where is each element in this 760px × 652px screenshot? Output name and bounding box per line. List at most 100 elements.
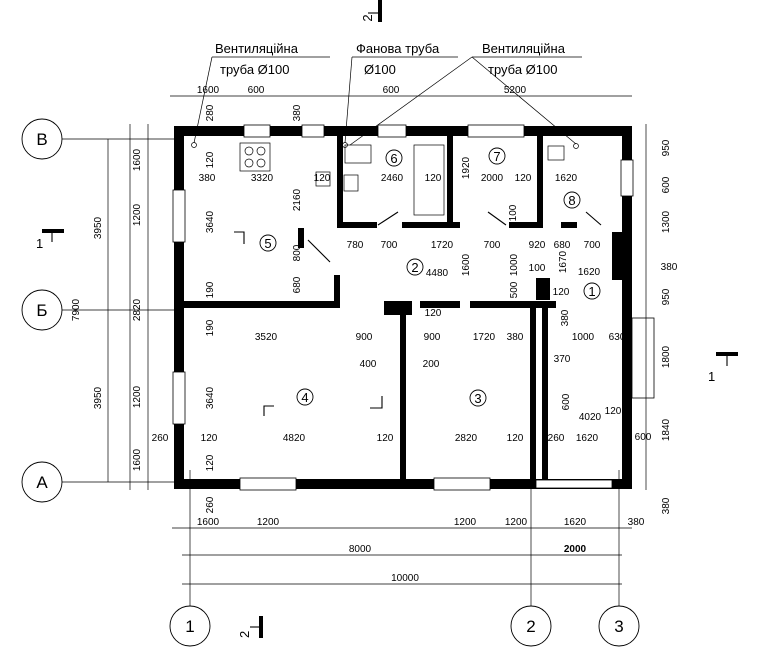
dim-total-2000: 2000 xyxy=(564,544,587,555)
dim-top-600-b: 600 xyxy=(383,85,400,96)
washbasin xyxy=(343,174,359,192)
door-swing-6 xyxy=(377,211,399,226)
dim-wall-3640-b: 3640 xyxy=(205,386,216,409)
dim-in3-1620: 1620 xyxy=(578,267,601,278)
axis-label-2: 2 xyxy=(526,617,535,636)
wall-rooms-4-3 xyxy=(400,308,406,479)
dim-in3-120: 120 xyxy=(553,287,570,298)
burner-4 xyxy=(256,158,266,168)
wall-mid-stub xyxy=(334,275,340,308)
dim-left-1200-a: 1200 xyxy=(132,203,143,226)
dim-in3-1000: 1000 xyxy=(509,253,520,276)
window-top-1 xyxy=(243,124,271,138)
dim-in1-1920: 1920 xyxy=(461,156,472,179)
note-vent-1-line1: Вентиляційна xyxy=(215,41,299,56)
room-label-3: 3 xyxy=(474,391,481,406)
dim-total-10000: 10000 xyxy=(391,573,419,584)
grid-axes: В Б А 1 2 3 xyxy=(21,118,640,647)
burner-2 xyxy=(256,146,266,156)
section-right-label: 1 xyxy=(708,369,715,384)
note-vent-1-line2: труба Ø100 xyxy=(220,62,289,77)
porch-door xyxy=(631,317,655,399)
window-bottom-2 xyxy=(433,477,491,491)
section-markers: 2 1 1 2 xyxy=(36,0,738,638)
section-top-label: 2 xyxy=(360,14,375,21)
burner-3 xyxy=(244,158,254,168)
dim-in4-380: 380 xyxy=(507,332,524,343)
section-bottom-label: 2 xyxy=(237,631,252,638)
dim-wall-680: 680 xyxy=(292,276,303,293)
dim-left-2820: 2820 xyxy=(132,298,143,321)
wall-mid-centre xyxy=(420,301,460,308)
axis-label-a: А xyxy=(36,473,48,492)
window-right-1 xyxy=(620,159,634,197)
axis-label-v: В xyxy=(36,130,47,149)
dim-in4-630: 630 xyxy=(609,332,626,343)
dim-in6-120-c: 120 xyxy=(507,433,524,444)
wall-7-bottom xyxy=(509,222,537,228)
dim-wall-190-b: 190 xyxy=(205,319,216,336)
dim-in1-3320: 3320 xyxy=(251,173,274,184)
dim-bottom-1200-a: 1200 xyxy=(257,517,280,528)
dim-wall-3640-a: 3640 xyxy=(205,210,216,233)
wall-8-bottom xyxy=(561,222,577,228)
dim-in3-380: 380 xyxy=(560,309,571,326)
dim-in4-1720: 1720 xyxy=(473,332,496,343)
window-left-2 xyxy=(172,371,186,425)
dim-right-1300: 1300 xyxy=(661,210,672,233)
dim-in6-260-a: 260 xyxy=(152,433,169,444)
wall-bath-left xyxy=(337,136,343,228)
dim-in6-260-c: 120 xyxy=(605,406,622,417)
dim-top-280: 280 xyxy=(205,104,216,121)
dim-wall-190-a: 190 xyxy=(205,281,216,298)
openings xyxy=(172,124,655,491)
dim-in4-900-b: 900 xyxy=(424,332,441,343)
bathtub xyxy=(413,144,445,216)
fixtures xyxy=(191,142,579,216)
dim-wall-2160: 2160 xyxy=(292,188,303,211)
dim-in5-400: 400 xyxy=(360,359,377,370)
dimension-text: 1600 600 380 600 5200 280 3950 3950 7900… xyxy=(71,85,678,584)
wall-room-1-right xyxy=(612,232,622,280)
dim-right-380-b: 380 xyxy=(661,497,672,514)
dim-right-950-a: 950 xyxy=(661,139,672,156)
dim-in1-120-c: 120 xyxy=(314,173,331,184)
wall-mid-left xyxy=(184,301,334,308)
axis-circle-2 xyxy=(510,605,552,647)
dim-in4-3520: 3520 xyxy=(255,332,278,343)
door-swings xyxy=(307,211,602,263)
dim-in4-1000: 1000 xyxy=(572,332,595,343)
dim-in2-1720: 1720 xyxy=(431,240,454,251)
dim-in2-700-c: 700 xyxy=(584,240,601,251)
dim-in6-2820: 2820 xyxy=(455,433,478,444)
wall-hall xyxy=(542,301,548,479)
window-top-3 xyxy=(377,124,407,138)
dim-bottom-1620: 1620 xyxy=(564,517,587,528)
note-vent-2-line1: Вентиляційна xyxy=(482,41,566,56)
dim-in6-260-b: 260 xyxy=(548,433,565,444)
dim-left-1600-b: 1600 xyxy=(132,448,143,471)
axis-label-3: 3 xyxy=(614,617,623,636)
window-left-1 xyxy=(172,189,186,243)
axis-circle-b xyxy=(21,289,63,331)
section-left-label: 1 xyxy=(36,236,43,251)
room-label-5: 5 xyxy=(264,236,271,251)
dim-in3-100: 100 xyxy=(529,263,546,274)
wall-left xyxy=(174,126,184,489)
vent-pipe-2-icon xyxy=(573,143,579,149)
dim-in1-2460: 2460 xyxy=(381,173,404,184)
leader-notes: Вентиляційна труба Ø100 Фанова труба Ø10… xyxy=(193,41,582,146)
dim-in2-700-a: 700 xyxy=(381,240,398,251)
wall-bath-7 xyxy=(447,136,453,228)
axis-label-1: 1 xyxy=(185,617,194,636)
dim-in2-780: 780 xyxy=(347,240,364,251)
toilet xyxy=(344,144,372,164)
dim-in5-200: 200 xyxy=(423,359,440,370)
wall-bath-bottom-b xyxy=(402,222,460,228)
dim-in4-370: 370 xyxy=(554,354,571,365)
dim-in2-100: 100 xyxy=(508,204,519,221)
dim-wall-120-a: 120 xyxy=(205,151,216,168)
vent-box xyxy=(547,145,565,161)
dim-in1-2000: 2000 xyxy=(481,173,504,184)
